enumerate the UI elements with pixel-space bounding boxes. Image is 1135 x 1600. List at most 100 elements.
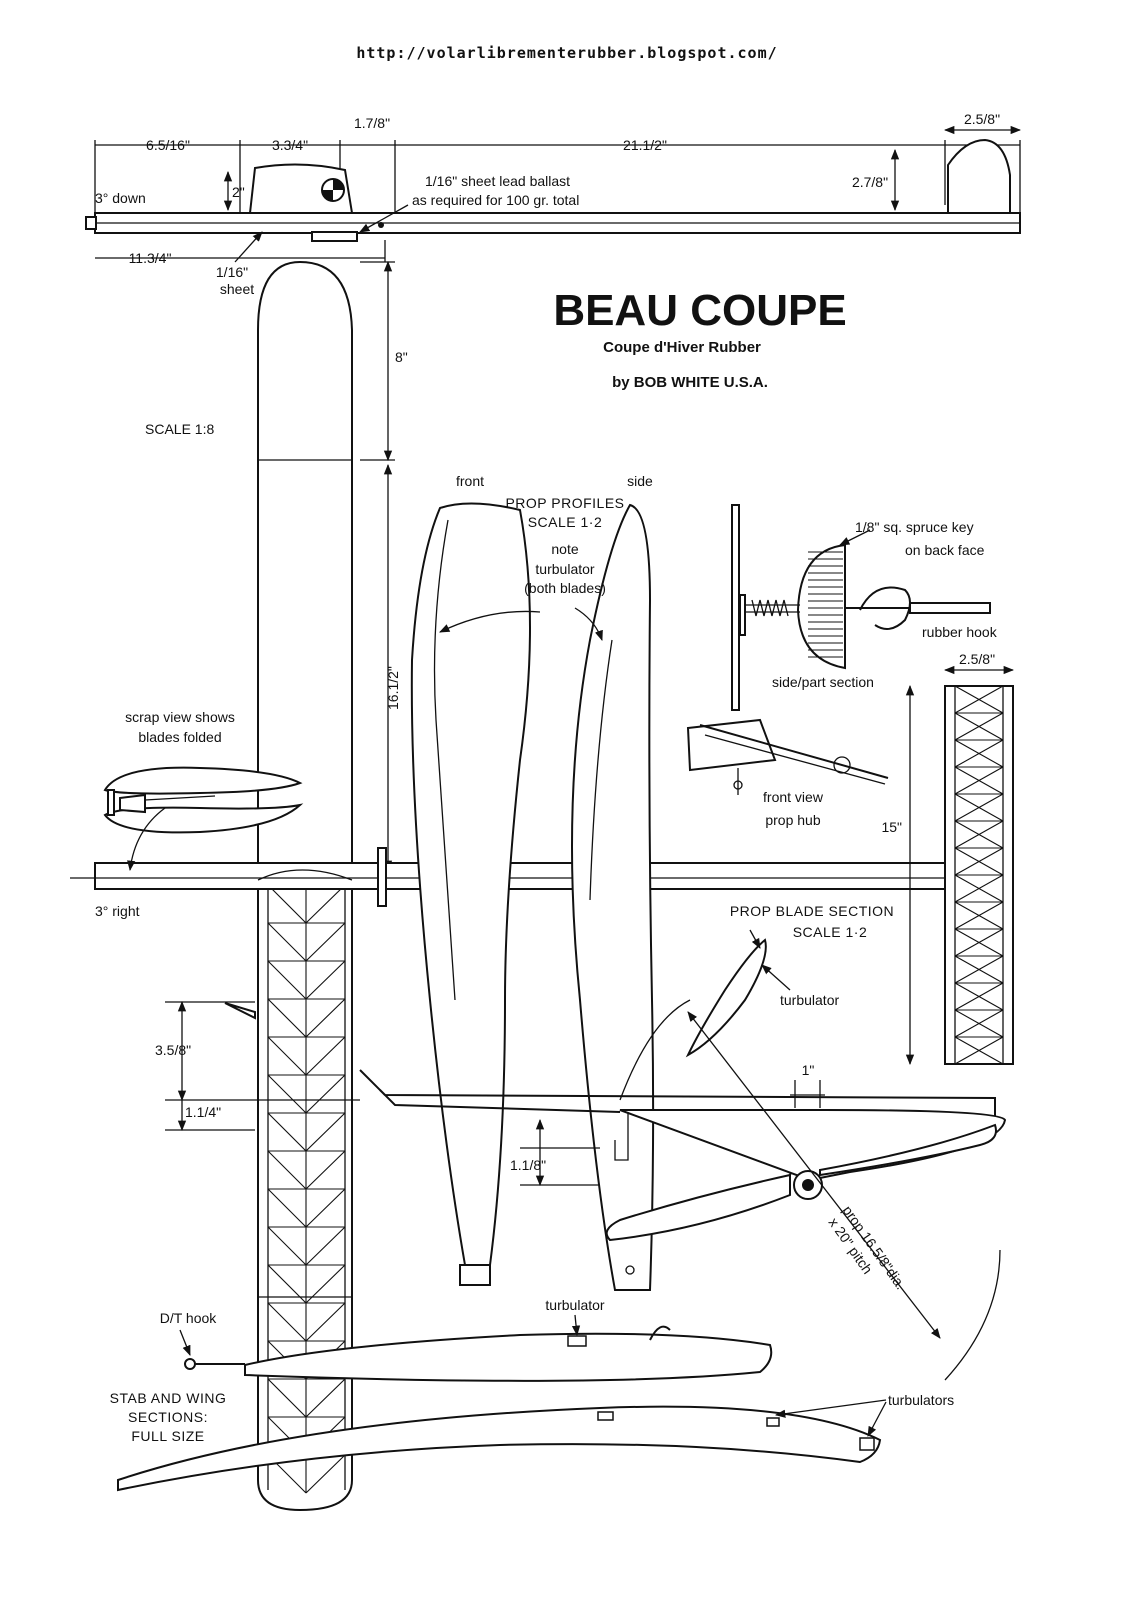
- scrap-view-label-2: blades folded: [138, 729, 221, 745]
- header-url: http://volarlibrementerubber.blogspot.co…: [356, 44, 777, 62]
- structure-line: [954, 1036, 1004, 1065]
- prop-side-label: side: [627, 473, 653, 489]
- structure-line: [305, 922, 346, 962]
- structure-line: [267, 884, 307, 924]
- scrap-view-label-1: scrap view shows: [125, 709, 235, 725]
- structure-line: [305, 1264, 346, 1304]
- prop-blade-section-shape: [685, 938, 767, 1058]
- hub-section-label: side/part section: [772, 674, 874, 690]
- stab-dim-height: 15": [881, 819, 902, 835]
- dim-3-3-4: 3.3/4": [272, 137, 308, 153]
- plan-byline: by BOB WHITE U.S.A.: [612, 374, 768, 391]
- dim-1-7-8: 1.7/8": [354, 115, 390, 131]
- prop-profile-front: [410, 502, 531, 1286]
- structure-line: [954, 955, 1004, 984]
- structure-line: [267, 922, 307, 962]
- prop-profiles-scale: SCALE 1·2: [528, 514, 603, 530]
- blade-section-turbulator: turbulator: [780, 992, 839, 1008]
- structure-line: [954, 685, 1004, 714]
- rubber-hook-label: rubber hook: [922, 624, 998, 640]
- plan-title: BEAU COUPE: [553, 286, 846, 335]
- structure-line: [267, 960, 307, 1000]
- structure-line: [305, 1074, 346, 1114]
- structure-line: [267, 1302, 307, 1342]
- ballast-note-2: as required for 100 gr. total: [412, 192, 579, 208]
- wing-section: [117, 1405, 882, 1492]
- sections-label-2: SECTIONS:: [128, 1409, 208, 1425]
- structure-line: [305, 1188, 346, 1228]
- turbulator-note-1: note: [551, 541, 578, 557]
- front-view-prop-hub: [686, 718, 889, 795]
- spruce-key-label-2: on back face: [905, 542, 985, 558]
- stabilizer: [944, 685, 1014, 1065]
- sections-label-1: STAB AND WING: [110, 1390, 227, 1406]
- dim-1-1-4: 1.1/4": [185, 1104, 221, 1120]
- stab-turbulator-label: turbulator: [545, 1297, 604, 1313]
- structure-line: [305, 1302, 346, 1342]
- structure-line: [954, 1009, 1004, 1038]
- dim-1-1-8: 1.1/8": [510, 1157, 546, 1173]
- stab-section: [184, 1325, 773, 1382]
- structure-line: [305, 884, 346, 924]
- sheet-label-1: 1/16": [216, 264, 248, 280]
- structure-line: [305, 998, 346, 1038]
- structure-line: [267, 1378, 307, 1418]
- scale-note: SCALE 1:8: [145, 421, 214, 437]
- structure-line: [954, 901, 1004, 930]
- structure-line: [305, 1226, 346, 1266]
- structure-line: [305, 1150, 346, 1190]
- spruce-key-label-1: 1/8" sq. spruce key: [855, 519, 974, 535]
- structure-line: [305, 1378, 346, 1418]
- sections-label-3: FULL SIZE: [131, 1428, 204, 1444]
- structure-line: [267, 1074, 307, 1114]
- dim-16-1-2: 16.1/2": [385, 666, 401, 710]
- prop-profile-side: [571, 503, 655, 1291]
- dim-2: 2": [232, 184, 245, 200]
- turbulator-note-2: turbulator: [535, 561, 594, 577]
- structure-line: [305, 1036, 346, 1076]
- structure-line: [954, 982, 1004, 1011]
- dim-21-1-2: 21.1/2": [623, 137, 667, 153]
- structure-line: [954, 739, 1004, 768]
- structure-line: [305, 1112, 346, 1152]
- structure-line: [267, 1188, 307, 1228]
- sheet-label-2: sheet: [220, 281, 254, 297]
- ballast-note-1: 1/16" sheet lead ballast: [425, 173, 570, 189]
- front-view-label-2: prop hub: [765, 812, 820, 828]
- structure-line: [267, 1112, 307, 1152]
- prop-profiles-heading: PROP PROFILES: [505, 495, 624, 511]
- dim-2-5-8-fin: 2.5/8": [964, 111, 1000, 127]
- turbulators-label: turbulators: [888, 1392, 954, 1408]
- structure-line: [954, 928, 1004, 957]
- blade-section-scale: SCALE 1·2: [793, 924, 868, 940]
- structure-line: [954, 820, 1004, 849]
- stab-dim-width: 2.5/8": [959, 651, 995, 667]
- side-view: [85, 125, 1022, 263]
- plan-subtitle: Coupe d'Hiver Rubber: [603, 339, 761, 356]
- structure-line: [267, 998, 307, 1038]
- right-thrust-label: 3° right: [95, 903, 140, 919]
- turbulator-note-3: (both blades): [524, 580, 606, 596]
- fuselage-plan: [70, 847, 960, 907]
- structure-line: [267, 1226, 307, 1266]
- dim-3-5-8: 3.5/8": [155, 1042, 191, 1058]
- prop-hub-section: [731, 504, 991, 711]
- structure-line: [954, 712, 1004, 741]
- structure-line: [954, 847, 1004, 876]
- dim-11-3-4: 11.3/4": [129, 250, 172, 266]
- dim-6-5-16: 6.5/16": [146, 137, 190, 153]
- structure-line: [305, 1454, 346, 1494]
- prop-front-label: front: [456, 473, 484, 489]
- blade-section-heading: PROP BLADE SECTION: [730, 903, 894, 919]
- down-thrust-label: 3° down: [95, 190, 146, 206]
- structure-line: [954, 793, 1004, 822]
- dim-8: 8": [395, 349, 408, 365]
- prop-dim-1: 1": [802, 1062, 815, 1078]
- scrap-view-folded-blades: [103, 766, 304, 834]
- structure-line: [305, 960, 346, 1000]
- prop-assembly: [359, 999, 1007, 1381]
- structure-line: [267, 1264, 307, 1304]
- dt-hook-label: D/T hook: [160, 1310, 218, 1326]
- structure-line: [267, 1036, 307, 1076]
